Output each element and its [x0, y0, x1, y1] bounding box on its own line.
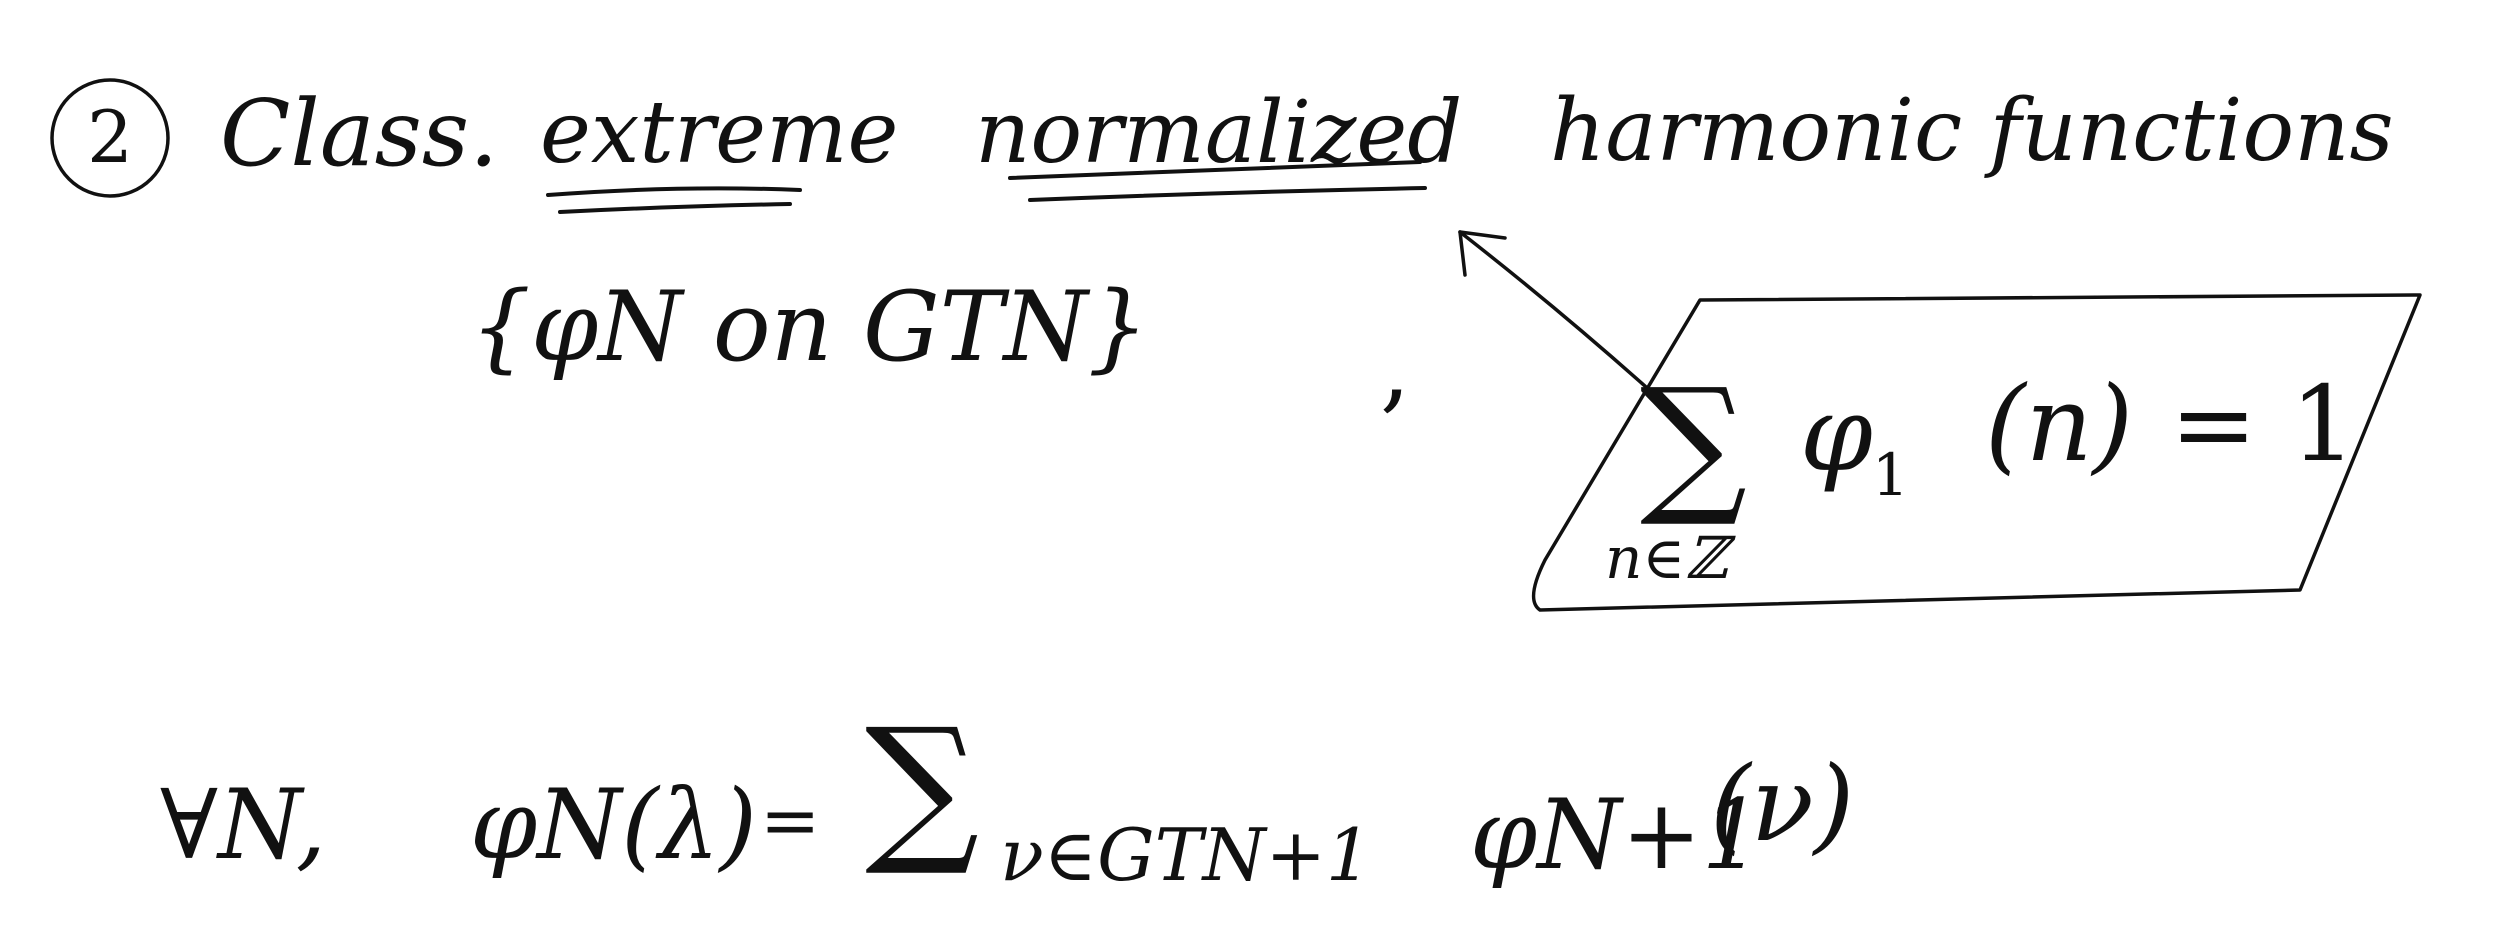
bottom-equation: ∀N, φN(λ) = ∑ ν∈GTN+1 φN+1 (ν)	[160, 693, 1854, 897]
forall-n: ∀N,	[160, 769, 326, 881]
normalized-underline-2	[1028, 186, 1427, 202]
box-term: φ	[1800, 373, 1873, 495]
bottom-sum-subscript: ν∈GTN+1	[1000, 813, 1372, 897]
circled-number-outline	[50, 78, 170, 198]
heading-prefix: Class.	[220, 80, 498, 187]
box-term-index: 1	[1872, 441, 1909, 509]
normalized-underline-1	[1008, 160, 1422, 180]
rhs-term: φN+1	[1470, 779, 1763, 891]
equals-sign: =	[760, 778, 820, 862]
heading-suffix: harmonic functions	[1550, 81, 2394, 181]
boxed-equation: ∑ n∈ℤ φ 1 (n) = 1	[1531, 293, 2422, 612]
extreme-underline-2	[558, 202, 792, 214]
heading-word-extreme: extreme	[540, 83, 898, 183]
rhs-argument: (ν)	[1710, 743, 1854, 865]
heading-row: 2 Class. extreme normalized harmonic fun…	[50, 78, 2394, 214]
set-notation: {φN on GTN}	[470, 271, 1149, 383]
equation-box	[1531, 293, 2422, 612]
arrow-to-normalized	[1458, 230, 1657, 397]
box-argument: (n)	[1985, 363, 2133, 485]
heading-number: 2	[87, 95, 133, 179]
box-equals-one: = 1	[2170, 363, 2356, 485]
heading-word-normalized: normalized	[975, 83, 1462, 183]
comma-mark: ,	[1380, 311, 1411, 423]
lhs-term: φN(λ)	[470, 769, 757, 881]
box-sum-symbol: ∑	[1640, 357, 1747, 531]
bottom-sum-symbol: ∑	[865, 693, 979, 880]
extreme-underline-1	[546, 186, 802, 197]
box-sum-subscript: n∈ℤ	[1605, 524, 1736, 592]
